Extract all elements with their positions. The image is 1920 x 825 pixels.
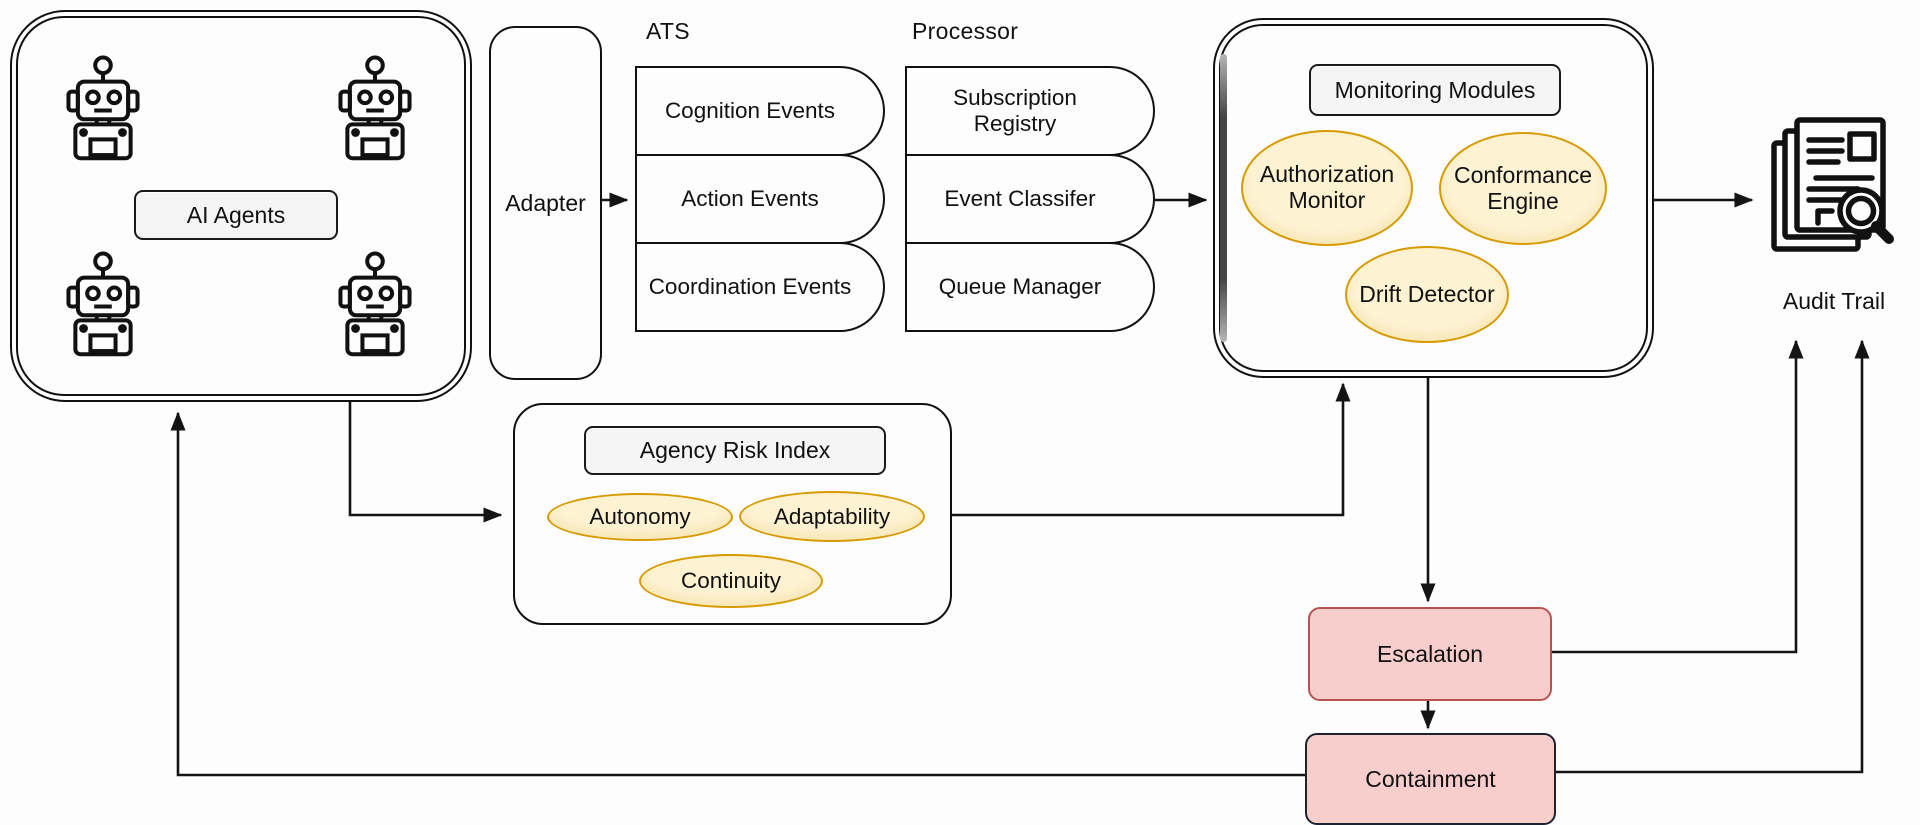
robot-icon (62, 250, 144, 358)
processor-item-subscription-registry: Subscription Registry (905, 66, 1155, 156)
module-authorization-monitor: Authorization Monitor (1241, 130, 1413, 246)
ats-item-coordination-events: Coordination Events (635, 242, 885, 332)
robot-icon (334, 250, 416, 358)
ai-agents-container: AI Agents (10, 10, 472, 402)
processor-item-event-classifer: Event Classifer (905, 154, 1155, 244)
ats-item-cognition-events: Cognition Events (635, 66, 885, 156)
monitoring-left-shadow (1220, 54, 1227, 342)
containment-label: Containment (1365, 765, 1496, 792)
ai-agents-label: AI Agents (134, 190, 338, 240)
monitoring-container: Monitoring Modules Authorization Monitor… (1213, 18, 1654, 378)
ats-title: ATS (646, 18, 690, 44)
arrow-escalation-to-audit (1548, 339, 1804, 654)
escalation-label: Escalation (1376, 640, 1484, 667)
robot-icon (334, 54, 416, 162)
module-conformance-engine: Conformance Engine (1439, 132, 1607, 245)
ai-agents-label-text: AI Agents (186, 201, 286, 228)
robot-icon (62, 54, 144, 162)
processor-title: Processor (912, 18, 1019, 44)
audit-trail-label: Audit Trail (1782, 288, 1886, 314)
arrow-agents-to-risk-index (348, 400, 503, 523)
factor-autonomy: Autonomy (547, 493, 733, 541)
processor-group: Subscription Registry Event Classifer Qu… (905, 66, 1165, 334)
factor-adaptability: Adaptability (739, 491, 925, 542)
escalation-box: Escalation (1308, 607, 1552, 701)
factor-continuity: Continuity (639, 554, 823, 608)
adapter-label: Adapter (505, 189, 586, 216)
processor-item-queue-manager: Queue Manager (905, 242, 1155, 332)
ats-group: Cognition Events Action Events Coordinat… (635, 66, 895, 334)
module-drift-detector: Drift Detector (1345, 246, 1509, 343)
document-search-icon (1768, 116, 1900, 254)
adapter-box: Adapter (489, 26, 602, 380)
arrow-containment-to-audit (1552, 339, 1870, 774)
arrow-containment-to-agents (170, 411, 1305, 777)
monitoring-label: Monitoring Modules (1309, 64, 1561, 116)
containment-box: Containment (1305, 733, 1556, 825)
risk-index-container: Agency Risk Index Autonomy Adaptability … (513, 403, 952, 625)
ats-item-action-events: Action Events (635, 154, 885, 244)
arrow-risk-index-to-monitoring (948, 382, 1351, 517)
monitoring-label-text: Monitoring Modules (1334, 76, 1536, 103)
risk-index-label: Agency Risk Index (584, 426, 886, 475)
risk-index-label-text: Agency Risk Index (639, 437, 831, 463)
